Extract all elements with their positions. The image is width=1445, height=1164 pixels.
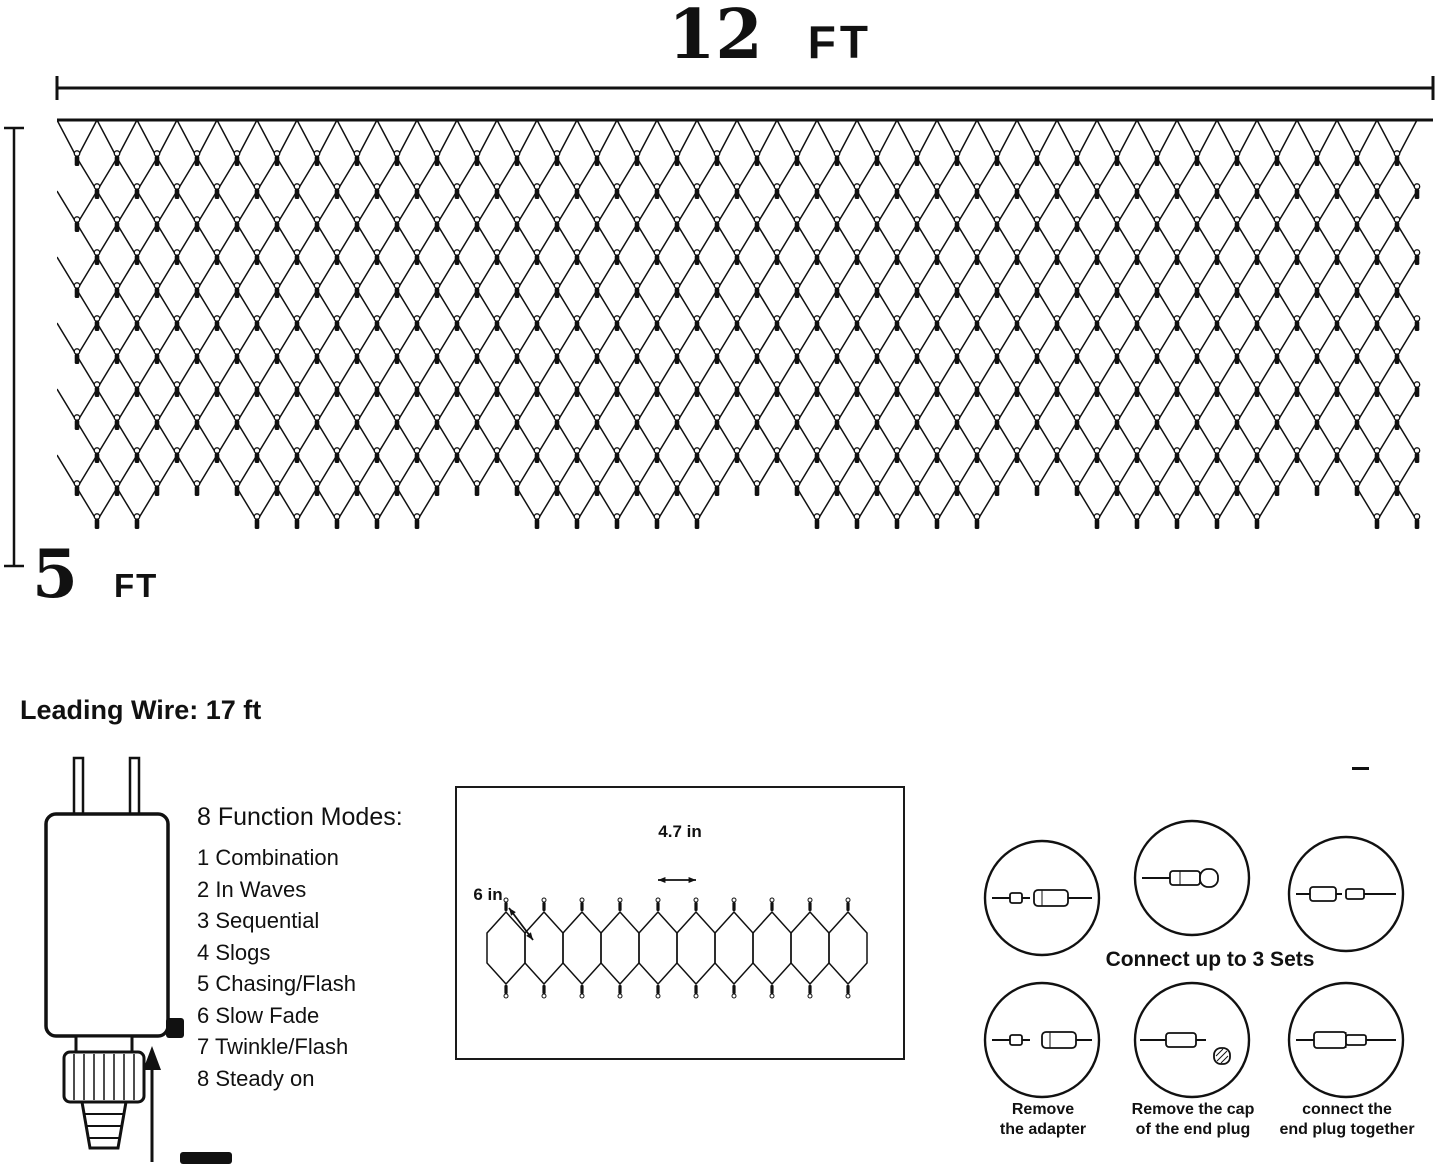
step-caption-connect-plugs: connect the end plug together (1279, 1101, 1415, 1138)
mode-item: 6 Slow Fade (197, 1002, 320, 1028)
mode-item: 2 In Waves (197, 876, 307, 902)
width-dimension-line (55, 76, 1435, 100)
function-modes-title: 8 Function Modes: (197, 803, 403, 831)
tick-mark (1352, 767, 1369, 770)
adapter-prong-left (72, 756, 85, 818)
mesh-detail-box: 4.7 in 6 in (455, 786, 905, 1060)
mode-item: 1 Combination (197, 845, 339, 870)
mode-item: 4 Slogs (197, 939, 271, 965)
function-modes-list: 1 Combination 2 In Waves 3 Sequential 4 … (197, 845, 356, 1092)
leading-wire-label: Leading Wire: 17 ft (20, 695, 262, 725)
net-lights-mesh (57, 118, 1433, 529)
height-dimension-line (4, 126, 24, 568)
adapter-prong-right (128, 756, 141, 818)
adapter-body (44, 812, 170, 1038)
mesh-detail-drawing (486, 877, 868, 999)
connector-neck (74, 1034, 134, 1054)
wire-stub-mark (180, 1152, 232, 1164)
mode-item: 8 Steady on (197, 1065, 315, 1091)
connection-step-diagrams (983, 819, 1405, 1099)
width-value: 12 (668, 0, 763, 75)
height-value: 5 (32, 535, 78, 613)
adapter-mode-button (166, 1018, 184, 1038)
mode-item: 5 Chasing/Flash (197, 971, 356, 996)
cell-height-label: 6 in (473, 885, 503, 904)
step-caption-remove-cap: Remove the cap of the end plug (1131, 1101, 1255, 1138)
step-caption-remove-adapter: Remove the adapter (999, 1101, 1087, 1138)
cell-width-label: 4.7 in (658, 822, 702, 841)
width-unit: FT (807, 16, 872, 68)
height-dimension-label: 5 FT (32, 535, 159, 613)
power-adapter-illustration (44, 756, 184, 1162)
connect-sets-title: Connect up to 3 Sets (1105, 948, 1315, 971)
width-dimension-label: 12 FT (560, 0, 980, 71)
height-unit: FT (113, 567, 159, 604)
mode-item: 7 Twinkle/Flash (197, 1034, 349, 1059)
mode-item: 3 Sequential (197, 908, 320, 933)
